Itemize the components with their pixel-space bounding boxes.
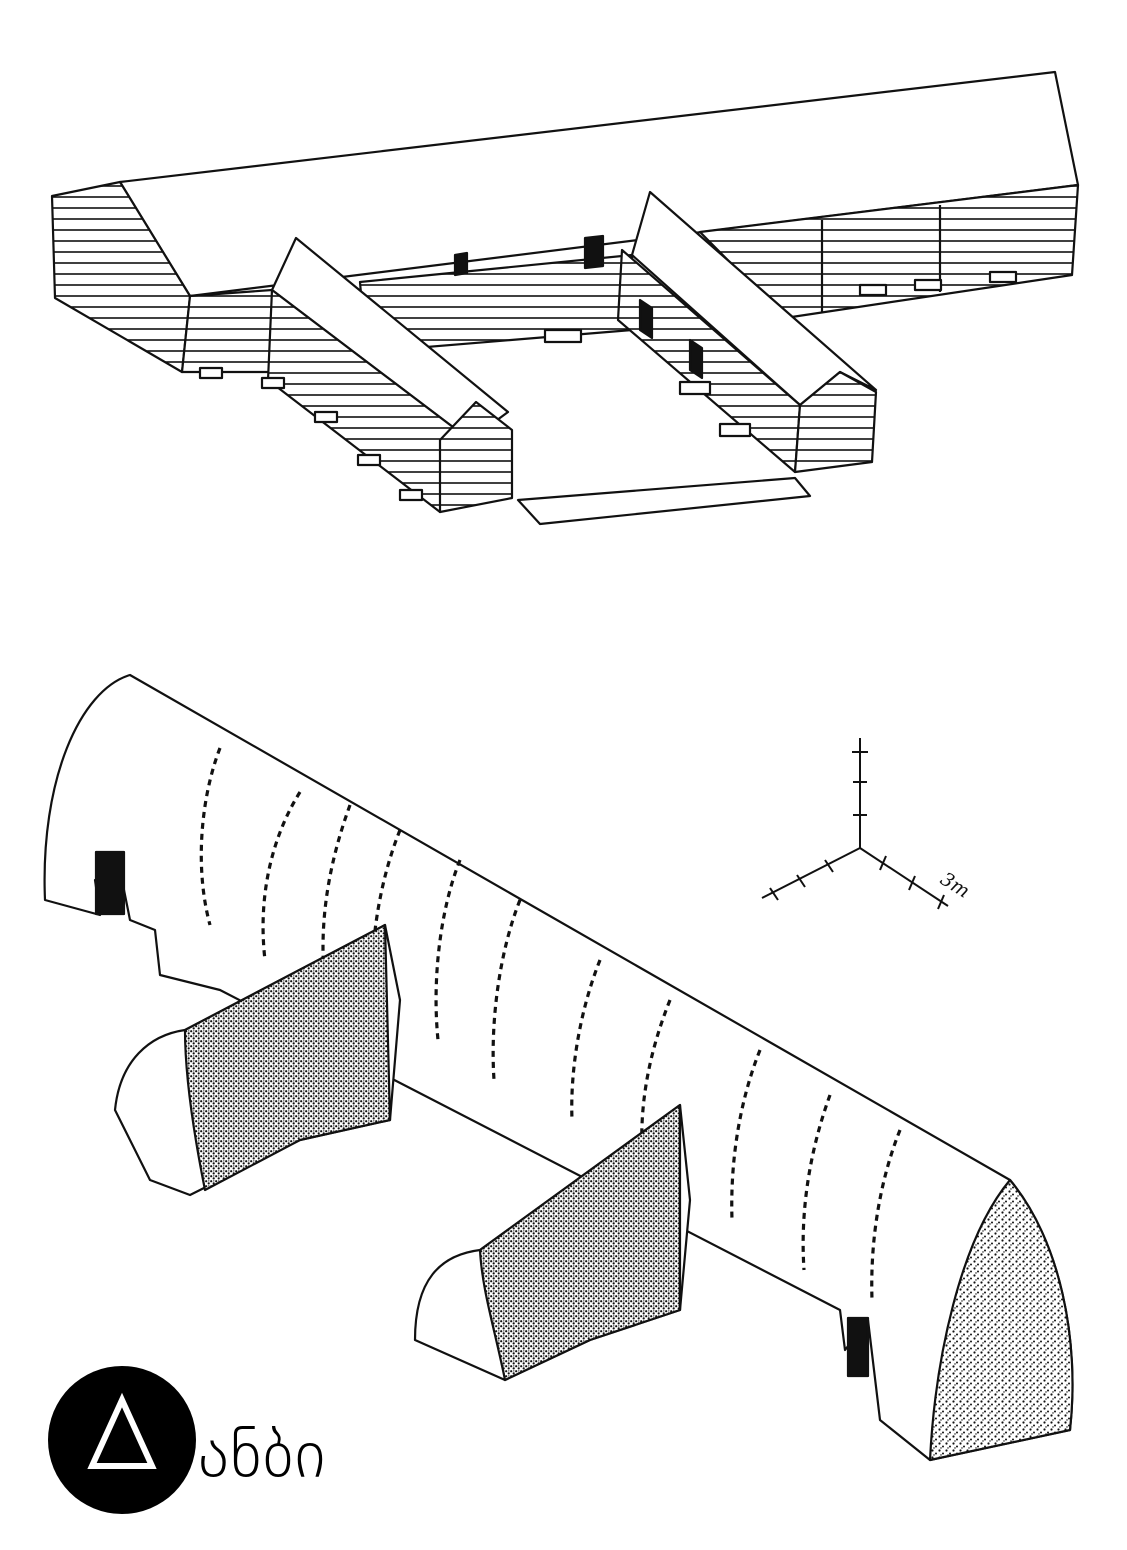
scale-axis-left (761, 847, 861, 899)
vaulted-complex-drawing (43, 673, 1074, 1462)
step-stone (313, 410, 339, 424)
step-stone (398, 488, 424, 502)
step-stone (913, 278, 943, 292)
vault-doorway (846, 1316, 870, 1378)
vault-rib (570, 959, 602, 1121)
vault-rib (321, 804, 352, 986)
courtyard-ground (516, 476, 812, 526)
left-wing-shadow (183, 923, 392, 1192)
scale-tick (937, 894, 945, 910)
scale-tick (908, 875, 916, 891)
step-stone (543, 328, 583, 344)
step-stone (718, 422, 752, 438)
doorway (688, 338, 704, 380)
doorway (638, 298, 654, 340)
step-stone (678, 380, 712, 396)
vault-rib (434, 859, 462, 1041)
vault-doorway (94, 850, 126, 916)
main-front-wall-left (180, 288, 274, 374)
right-wing-gable (793, 370, 878, 474)
log-cabin-complex-drawing (50, 70, 1080, 526)
logo-triangle-icon (87, 1392, 157, 1469)
doorway (453, 251, 469, 277)
scale-tick (824, 859, 834, 873)
logo-text: ანბი (198, 1416, 327, 1493)
vault-rib (199, 747, 222, 926)
scale-tick (769, 887, 779, 901)
left-wing-gable (438, 400, 514, 514)
scale-axis-right (859, 847, 949, 907)
step-stone (858, 283, 888, 297)
scale-axes (761, 738, 949, 910)
step-stone (988, 270, 1018, 284)
doorway (583, 234, 605, 270)
right-wing-shadow (478, 1103, 682, 1382)
vault-rib (491, 899, 522, 1081)
logo-circle (48, 1366, 196, 1514)
step-stone (260, 376, 286, 390)
vault-rib (801, 1094, 832, 1271)
logo-mark (48, 1366, 196, 1514)
step-stone (198, 366, 224, 380)
vault-end-face (928, 1178, 1074, 1462)
step-stone (356, 453, 382, 467)
scale-tick (796, 874, 806, 888)
scale-tick (879, 855, 887, 871)
